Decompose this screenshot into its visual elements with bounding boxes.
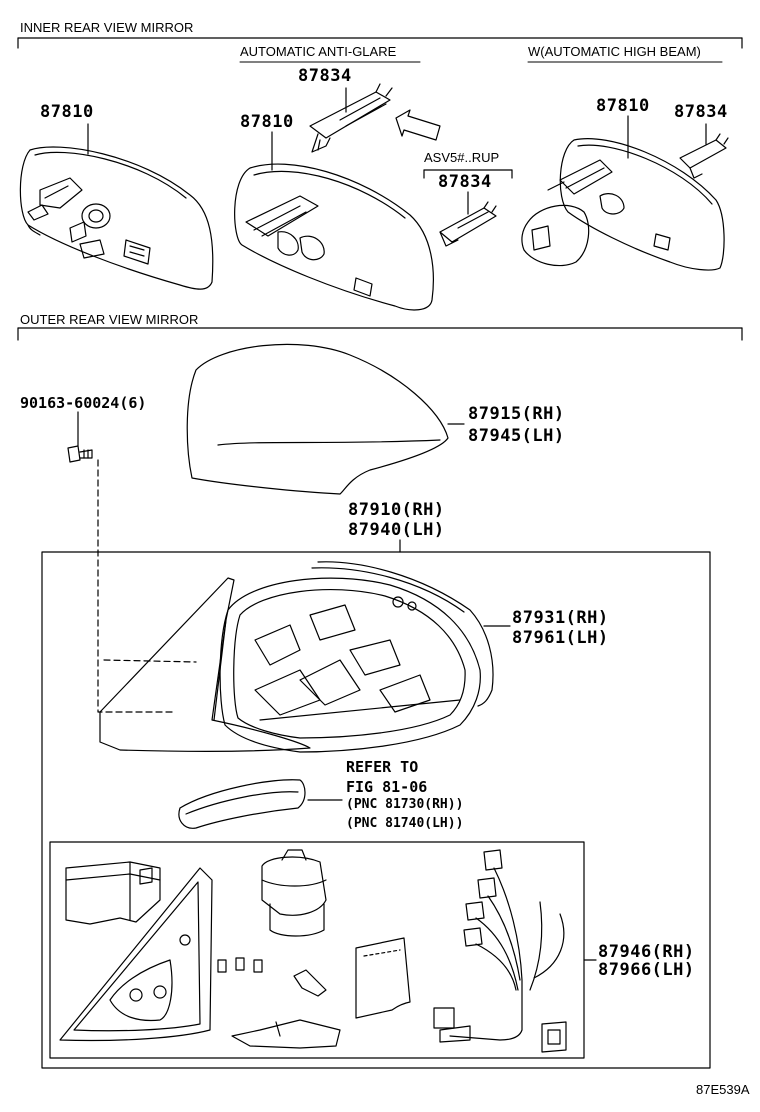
mirror-glass <box>60 868 212 1041</box>
part-assy-lh: 87940(LH) <box>348 520 445 540</box>
film-sheet <box>356 938 410 1018</box>
part-87810-highbeam: 87810 <box>596 96 650 116</box>
part-87834-asv: 87834 <box>438 172 492 192</box>
part-screw: 90163-60024(6) <box>20 394 147 412</box>
wiring-harness <box>434 850 566 1052</box>
mirror-housing <box>220 562 493 752</box>
inner-mirror-antiglare <box>235 164 434 310</box>
part-housing-lh: 87961(LH) <box>512 628 609 648</box>
inner-section-bracket <box>18 38 742 48</box>
part-body-rh: 87946(RH) <box>598 942 695 962</box>
small-clip <box>294 970 326 996</box>
bracket-87834-highbeam <box>680 134 728 178</box>
gasket-strip <box>179 780 305 828</box>
outer-mirror-cover <box>187 344 448 494</box>
part-87810-antiglare: 87810 <box>240 112 294 132</box>
assembly-frame <box>42 552 710 1068</box>
asv-caption: ASV5#..RUP <box>424 150 500 165</box>
anti-glare-caption: AUTOMATIC ANTI-GLARE <box>240 44 397 59</box>
mirror-motor <box>262 850 326 936</box>
bottom-bracket <box>232 1020 340 1048</box>
refer-line-2: FIG 81-06 <box>346 778 428 796</box>
refer-line-1: REFER TO <box>346 758 419 776</box>
part-cover-rh: 87915(RH) <box>468 404 565 424</box>
outer-section-title: OUTER REAR VIEW MIRROR <box>20 312 199 327</box>
part-assy-rh: 87910(RH) <box>348 500 445 520</box>
inner-mirror-highbeam <box>522 139 724 270</box>
sub-assembly-frame <box>50 842 584 1058</box>
high-beam-caption: W(AUTOMATIC HIGH BEAM) <box>528 44 701 59</box>
outer-section-bracket <box>18 328 742 340</box>
part-body-lh: 87966(LH) <box>598 960 695 980</box>
connector-block <box>66 862 160 924</box>
direction-arrow <box>396 110 440 140</box>
screw-90163 <box>68 446 92 462</box>
part-87810-left: 87810 <box>40 102 94 122</box>
inner-mirror-left <box>20 147 212 289</box>
bracket-87834-top <box>310 84 392 152</box>
small-screws <box>218 958 262 972</box>
refer-line-3: (PNC 81730(RH)) <box>346 797 464 812</box>
mirror-base <box>100 578 310 751</box>
part-87834-highbeam: 87834 <box>674 102 728 122</box>
part-cover-lh: 87945(LH) <box>468 426 565 446</box>
part-87834-top: 87834 <box>298 66 352 86</box>
asv-bracket <box>424 170 512 178</box>
figure-code: 87E539A <box>696 1082 750 1097</box>
part-housing-rh: 87931(RH) <box>512 608 609 628</box>
bracket-87834-asv <box>440 202 496 246</box>
refer-line-4: (PNC 81740(LH)) <box>346 816 464 831</box>
inner-section-title: INNER REAR VIEW MIRROR <box>20 20 194 35</box>
screw-dashed-path <box>98 460 176 712</box>
